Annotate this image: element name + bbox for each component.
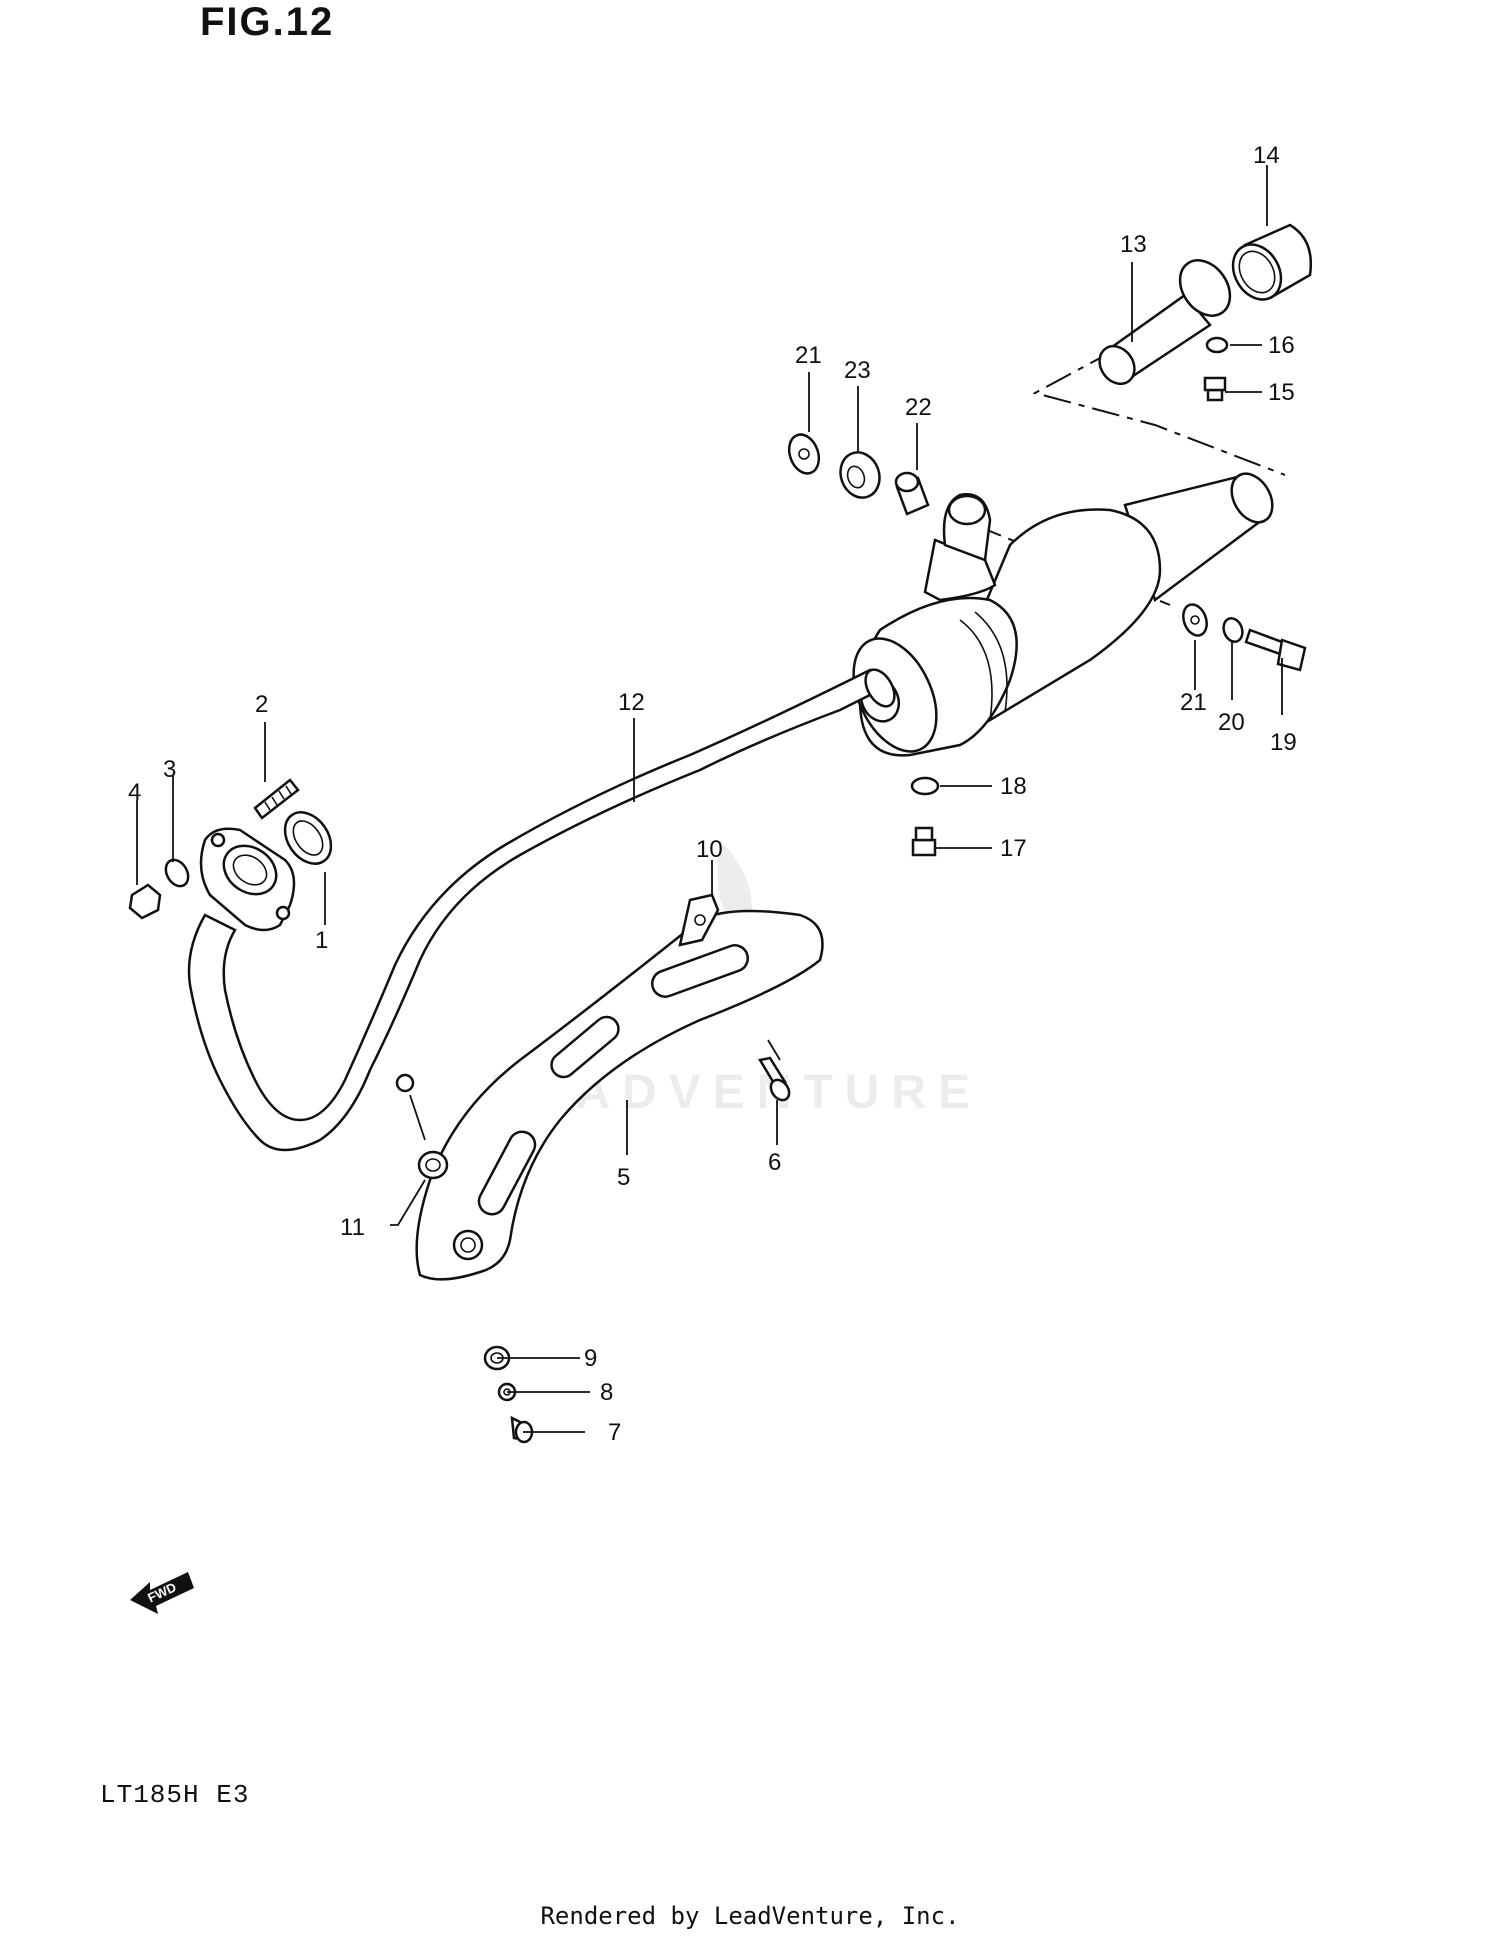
callout-1: 1 [315,927,328,954]
bolt-19 [1244,628,1307,672]
washer-21a [787,433,821,475]
washer-16 [1205,336,1229,354]
model-code: LT185H E3 [100,1780,250,1810]
callout-10: 10 [696,836,723,863]
figure-title: FIG.12 [200,0,335,44]
callout-4: 4 [128,779,141,806]
stud-bolt-2 [253,778,300,820]
callout-6: 6 [768,1149,781,1176]
cushion-11 [395,1073,449,1180]
washer-3 [164,858,190,888]
bolt-17 [911,826,937,857]
callout-16: 16 [1268,332,1295,359]
spark-arrester-cap-14 [1231,223,1313,301]
nut-4 [128,883,162,920]
clamp-10 [678,893,720,947]
callout-8: 8 [600,1379,613,1406]
callout-19: 19 [1270,729,1297,756]
tail-pipe-13 [1098,259,1232,386]
callout-9: 9 [584,1345,597,1372]
footer-credit: Rendered by LeadVenture, Inc. [540,1902,960,1930]
callout-3: 3 [163,756,176,783]
alignment-line-tailpipe [1032,349,1286,476]
callout-7: 7 [608,1419,621,1446]
bolt-7 [510,1415,534,1444]
leader-lines [136,165,1283,1433]
callout-2: 2 [255,691,268,718]
callout-17: 17 [1000,835,1027,862]
spacer-22 [894,471,930,516]
callout-14: 14 [1253,142,1280,169]
callout-5: 5 [617,1164,630,1191]
callout-21-right: 21 [1180,689,1207,716]
callout-11: 11 [340,1214,365,1241]
callout-21-left: 21 [795,342,822,369]
callout-15: 15 [1268,379,1295,406]
grommet-23 [839,451,881,499]
gasket-1 [283,811,333,865]
washer-20 [1222,617,1244,643]
muffler [852,472,1274,757]
callout-12: 12 [618,689,645,716]
fwd-arrow-icon: FWD [130,1572,194,1614]
bolt-15 [1203,376,1227,402]
exhaust-pipe [187,668,896,1152]
callout-13: 13 [1120,231,1147,258]
callout-23: 23 [844,357,871,384]
washer-18 [910,776,940,796]
bolt-6 [758,1056,791,1102]
callout-22: 22 [905,394,932,421]
callout-18: 18 [1000,773,1027,800]
callout-20: 20 [1218,709,1245,736]
washer-21b [1182,603,1208,637]
heat-shield [415,909,824,1281]
